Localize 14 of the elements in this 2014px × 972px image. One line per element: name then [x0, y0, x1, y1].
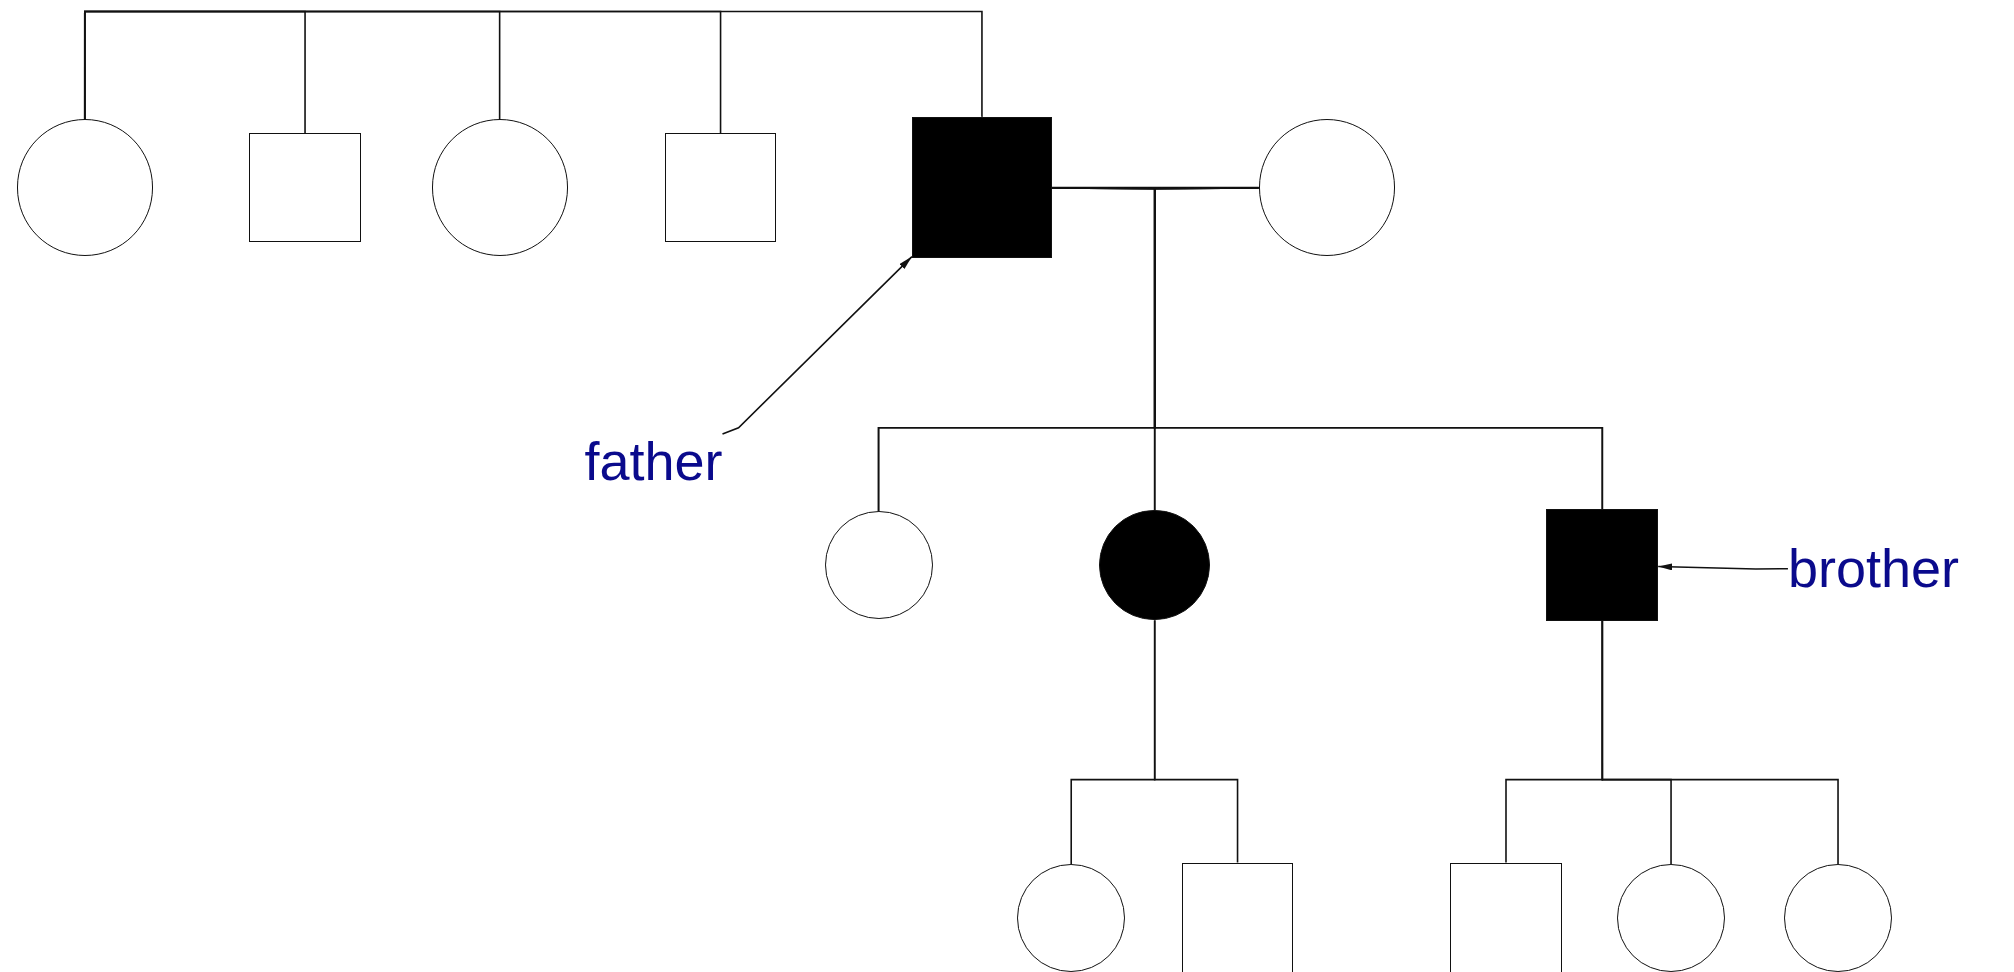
- pedigree-line: [1601, 620, 1839, 866]
- leader-arrow: [1657, 563, 1789, 571]
- pedigree-square: [665, 132, 776, 243]
- pedigree-square: [249, 132, 361, 243]
- pedigree-square: [1450, 862, 1562, 972]
- pedigree-square: [1546, 509, 1659, 621]
- leader-arrow: [721, 255, 913, 435]
- pedigree-square: [911, 116, 1052, 259]
- pedigree-square: [1181, 862, 1294, 972]
- annotation-label: brother: [1787, 536, 1960, 599]
- pedigree-line: [1153, 619, 1239, 864]
- pedigree-line: [1153, 187, 1604, 511]
- pedigree-line: [83, 10, 983, 121]
- annotation-label: father: [584, 430, 723, 493]
